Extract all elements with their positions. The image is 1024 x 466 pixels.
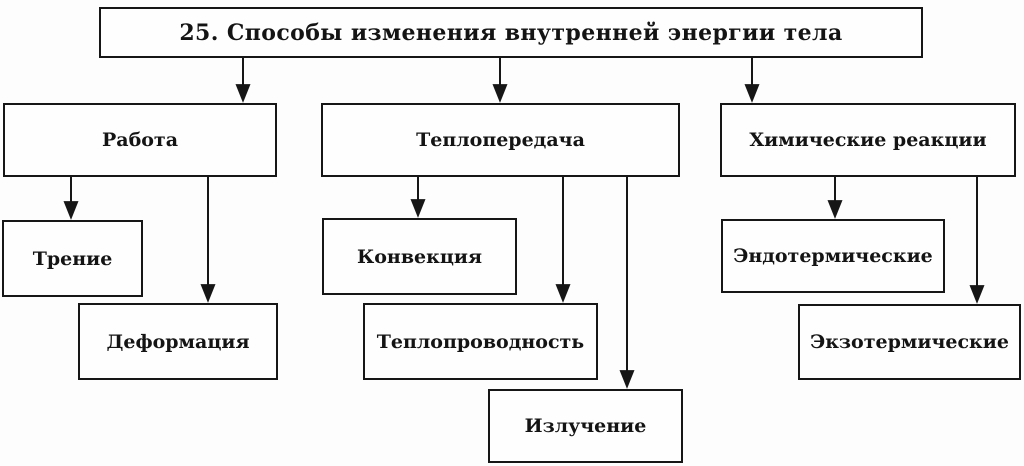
deformation-label: Деформация xyxy=(106,330,250,353)
radiation-label: Излучение xyxy=(524,415,647,437)
work-label: Работа xyxy=(101,129,179,151)
node-heat-transfer: Теплопередача xyxy=(321,103,680,177)
heat-transfer-label: Теплопередача xyxy=(416,129,585,151)
friction-label: Трение xyxy=(32,247,113,270)
endothermic-label: Эндотермические xyxy=(733,245,933,267)
node-chemical-reactions: Химические реакции xyxy=(720,103,1016,177)
node-deformation: Деформация xyxy=(78,303,278,380)
node-conduction: Теплопроводность xyxy=(363,303,598,380)
node-title: 25. Способы изменения внутренней энергии… xyxy=(99,7,923,58)
convection-label: Конвекция xyxy=(356,245,483,268)
conduction-label: Теплопроводность xyxy=(376,330,585,353)
node-work: Работа xyxy=(3,103,277,177)
chemical-reactions-label: Химические реакции xyxy=(749,129,987,151)
node-radiation: Излучение xyxy=(488,389,683,463)
node-friction: Трение xyxy=(2,220,143,297)
node-exothermic: Экзотермические xyxy=(798,304,1021,380)
node-endothermic: Эндотермические xyxy=(721,219,945,293)
node-convection: Конвекция xyxy=(322,218,517,295)
exothermic-label: Экзотермические xyxy=(810,331,1009,353)
title-label: 25. Способы изменения внутренней энергии… xyxy=(179,19,843,46)
